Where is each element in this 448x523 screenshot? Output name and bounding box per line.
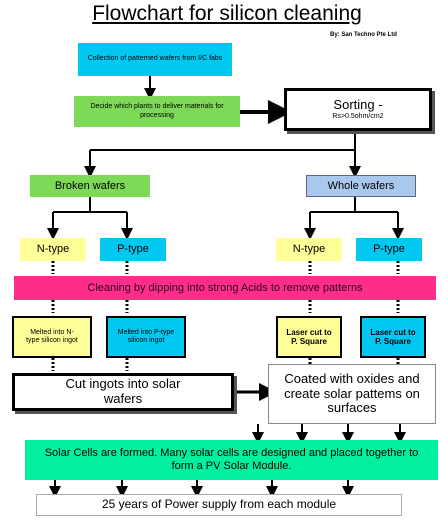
- cut-ingots-box: Cut ingots into solar wafers: [12, 373, 234, 411]
- ptype-right-box: P-type: [356, 238, 422, 261]
- decide-box: Decide which plants to deliver materials…: [74, 96, 240, 127]
- ptype-left-box: P-type: [100, 238, 166, 261]
- laser-cut-box-1: Laser cut to P. Square: [276, 316, 342, 358]
- ntype-left-box: N-type: [20, 238, 86, 261]
- sorting-subtitle: Rs>0.5ohm/cm2: [332, 112, 384, 120]
- cleaning-box: Cleaning by dipping into strong Acids to…: [14, 276, 436, 300]
- sorting-box: Sorting - Rs>0.5ohm/cm2: [284, 88, 432, 131]
- broken-wafers-box: Broken wafers: [30, 175, 150, 197]
- sorting-title: Sorting -: [333, 97, 383, 112]
- melted-ntype-box: Melted into N-type silicon ingot: [12, 316, 92, 358]
- whole-wafers-box: Whole wafers: [306, 175, 416, 197]
- power-supply-box: 25 years of Power supply from each modul…: [36, 494, 402, 516]
- collection-box: Collection of patterned wafers from I/C …: [78, 43, 232, 76]
- laser-cut-box-2: Laser cut to P. Square: [360, 316, 426, 358]
- melted-ptype-box: Melted into P-type silicon ingot: [106, 316, 186, 358]
- ntype-right-box: N-type: [276, 238, 342, 261]
- credit-text: By: San Techno Pte Ltd: [330, 32, 397, 38]
- solar-cells-box: Solar Cells are formed. Many solar cells…: [25, 440, 438, 480]
- coated-box: Coated with oxides and create solar patt…: [268, 364, 436, 424]
- page-title: Flowchart for silicon cleaning: [92, 2, 362, 25]
